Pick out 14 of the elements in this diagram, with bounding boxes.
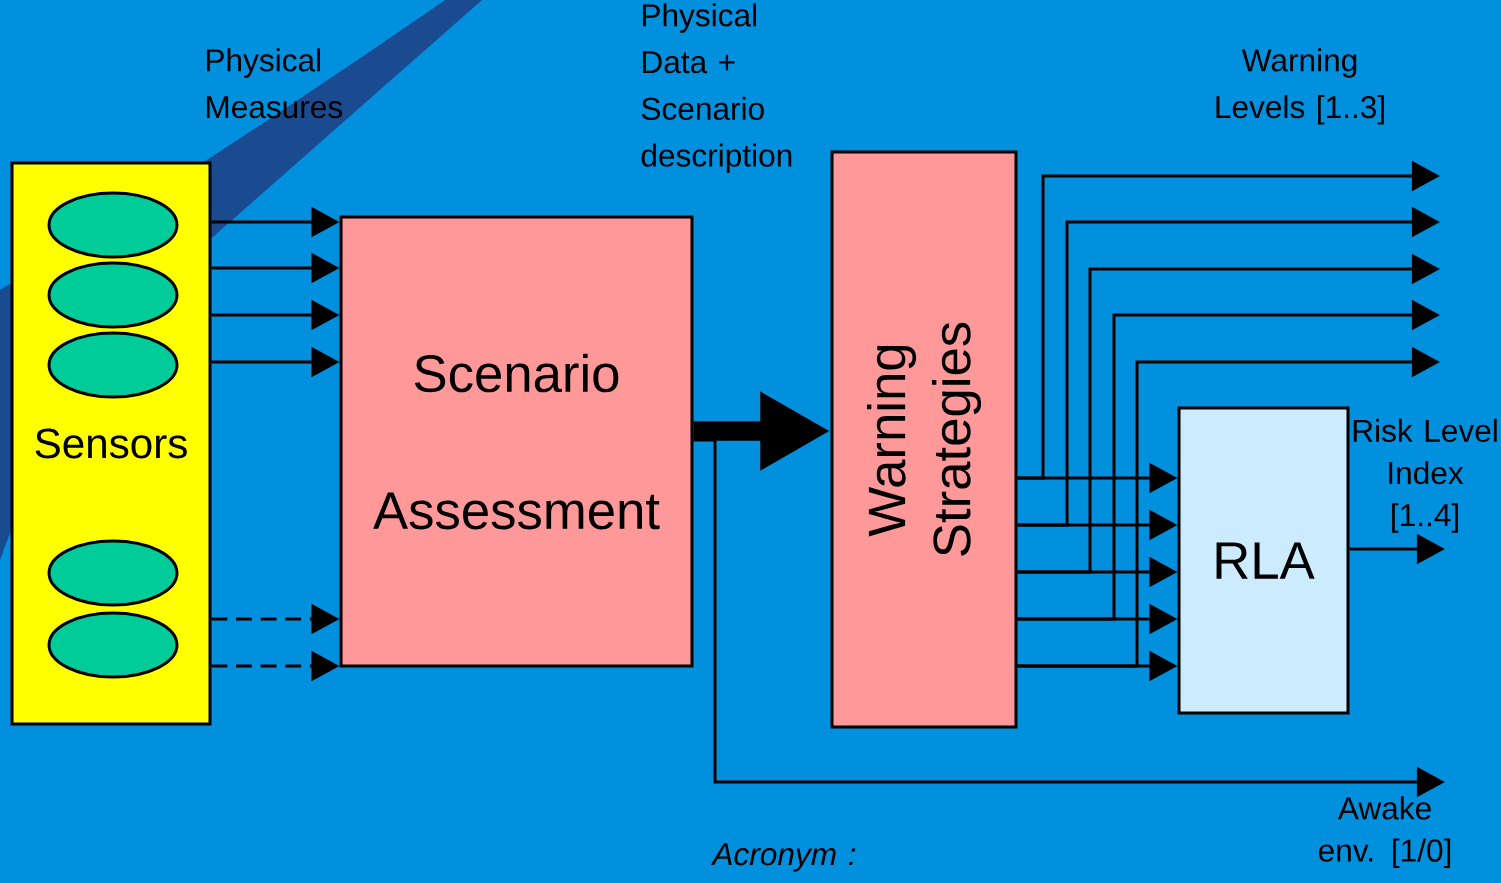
sensor-ellipse	[47, 331, 179, 399]
label-text: Physical Data + Scenario description	[641, 3, 792, 174]
sensor-ellipse	[47, 611, 179, 679]
label-text: Physical Measures	[206, 48, 343, 119]
process-box: Scenario Assessment	[339, 215, 694, 668]
process-box: Warning Strategies	[830, 150, 1018, 729]
label-text: Acronym :	[710, 843, 856, 872]
output-label: Risk Level Index [1..4]	[1353, 418, 1497, 533]
sensor-ellipse	[47, 261, 179, 329]
output-label: Awake env. [1/0]	[1319, 796, 1451, 868]
sensor-ellipse	[47, 191, 179, 259]
label-text: Warning Levels [1..3]	[1216, 48, 1384, 125]
sensor-ellipse	[47, 539, 179, 607]
process-box: RLA	[1177, 406, 1350, 715]
